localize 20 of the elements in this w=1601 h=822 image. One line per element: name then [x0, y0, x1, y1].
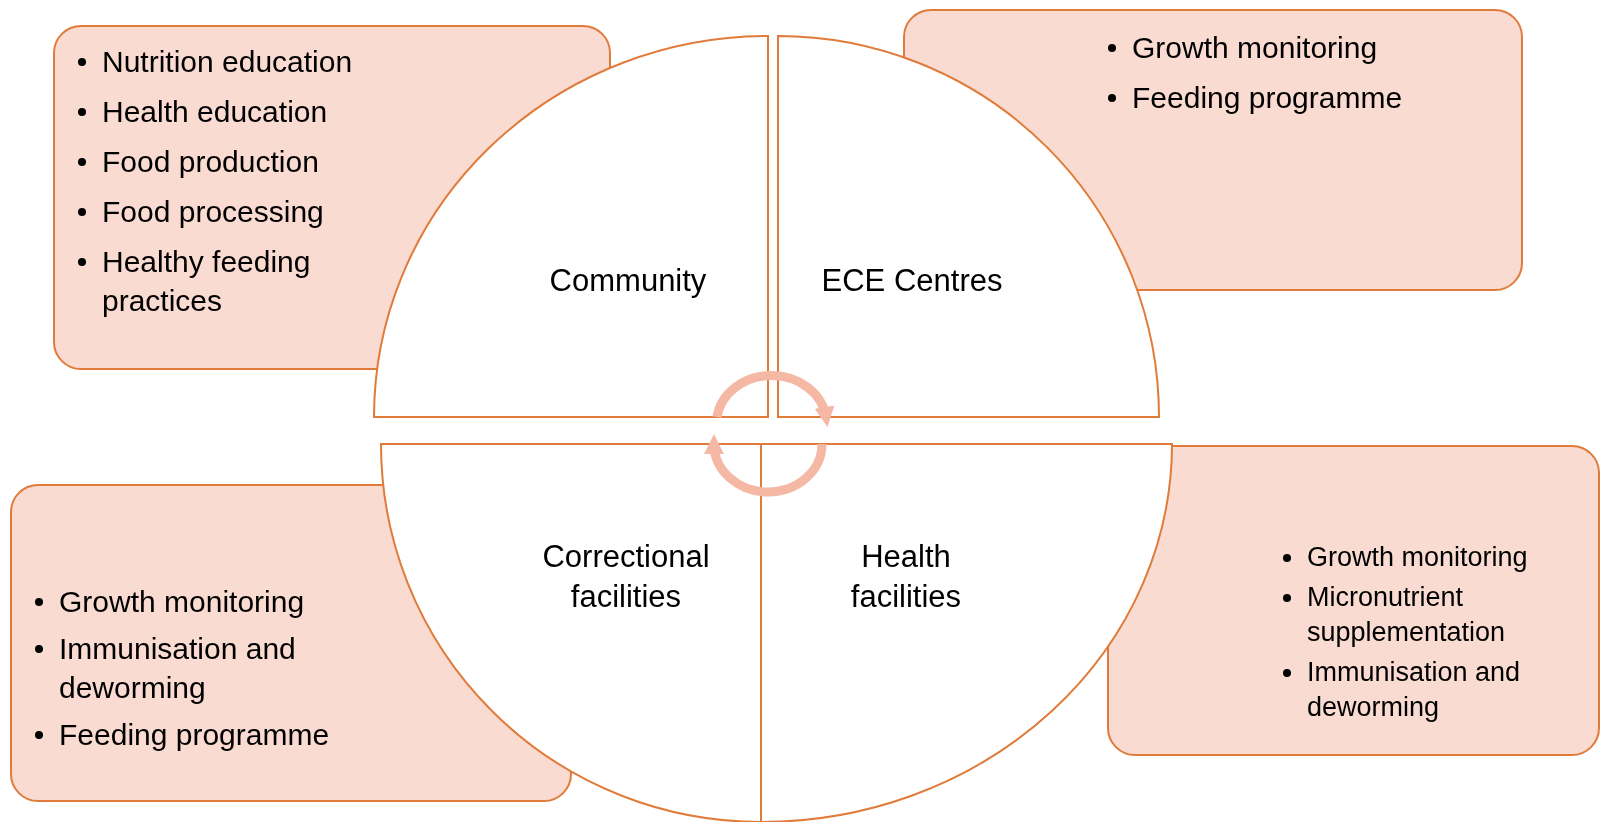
quadrant-label: Community [549, 261, 707, 300]
bullet-text: Immunisation and deworming [59, 632, 296, 704]
cycle-arrow [712, 371, 834, 427]
bullet-text: Healthy feeding practices [102, 245, 311, 317]
bullet-text: Food processing [102, 195, 324, 228]
bullet-text: Food production [102, 145, 319, 178]
bullet-text: Growth monitoring [1132, 31, 1378, 64]
bullet-text: Growth monitoring [1307, 542, 1528, 572]
callout-box [1107, 445, 1600, 756]
quadrant-label: ECE Centres [821, 261, 1003, 300]
bullet-text: Micronutrient supplementation [1307, 582, 1506, 648]
bullet-text: Feeding programme [59, 718, 330, 751]
cycle-arrow [704, 434, 827, 497]
bullet-text: Nutrition education [102, 45, 353, 78]
quadrant-label: Health facilities [849, 537, 963, 616]
bullet-text: Feeding programme [1132, 81, 1403, 114]
quadrant-label: Correctional facilities [541, 537, 711, 616]
bullet-text: Health education [102, 95, 328, 128]
bullet-text: Immunisation and deworming [1307, 657, 1521, 723]
bullet-text: Growth monitoring [59, 585, 305, 618]
